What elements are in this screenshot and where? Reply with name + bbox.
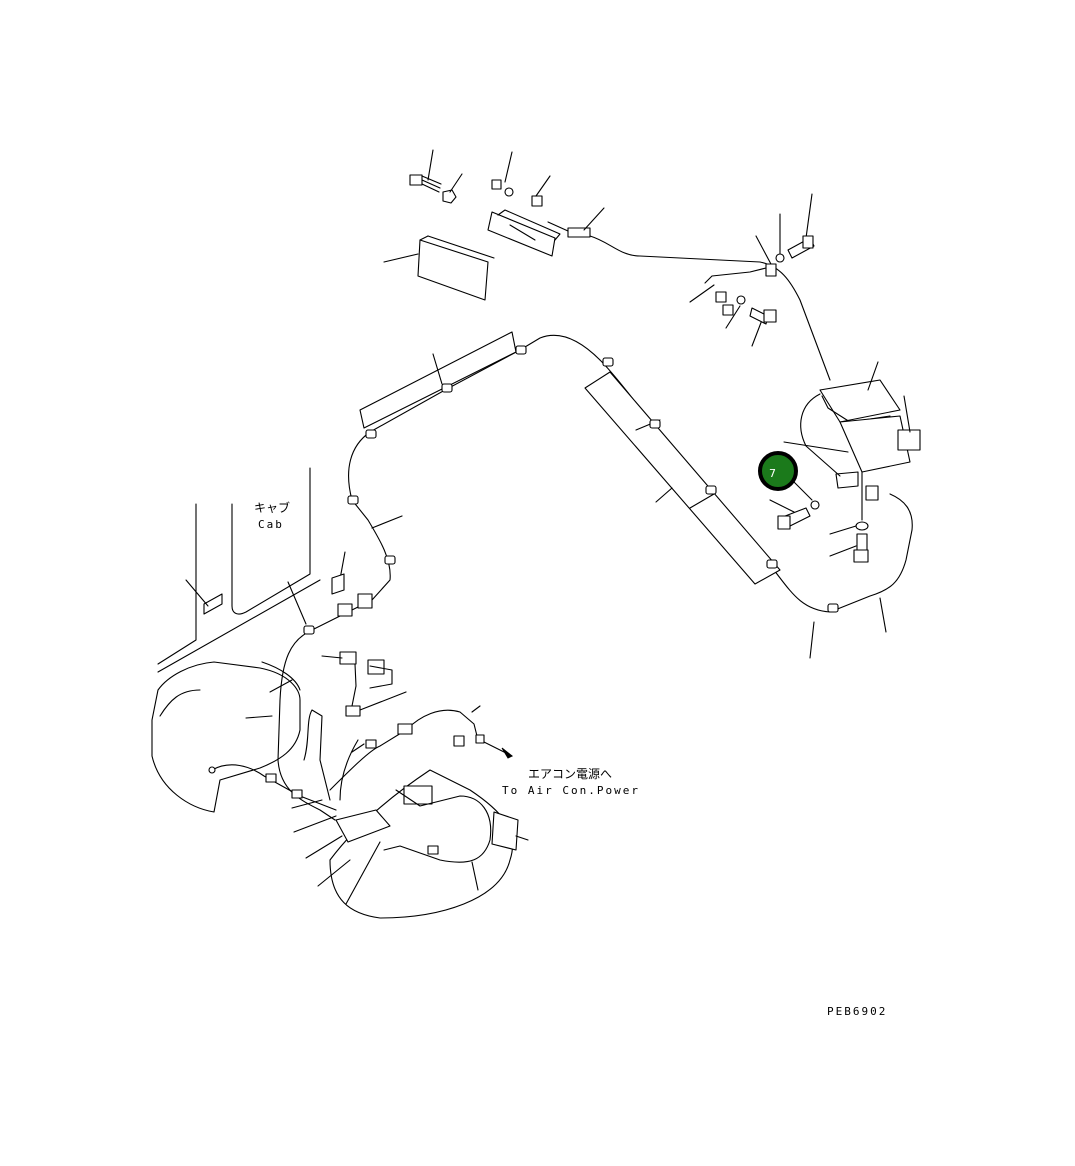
connector-top bbox=[532, 196, 542, 206]
clip-top bbox=[492, 180, 501, 189]
bracket-plate bbox=[418, 240, 488, 300]
cab-label-en: Cab bbox=[258, 518, 284, 531]
cab-outline bbox=[158, 468, 320, 672]
protective-tubes bbox=[360, 332, 780, 584]
aircon-arrow bbox=[484, 742, 512, 758]
leader-lines-main bbox=[338, 354, 886, 658]
callout-number[interactable]: 7 bbox=[769, 467, 776, 480]
upper-right-fasteners bbox=[705, 236, 814, 324]
left-connectors bbox=[322, 574, 406, 716]
main-harness-wire bbox=[278, 335, 600, 820]
harness-clamps bbox=[304, 346, 838, 634]
controller-unit bbox=[784, 362, 920, 520]
leader-lines-top bbox=[384, 150, 812, 346]
callout-7[interactable]: 7 bbox=[760, 453, 796, 489]
lower-harness bbox=[209, 706, 528, 904]
plug-connector bbox=[548, 222, 590, 237]
machine-body-left bbox=[152, 662, 300, 812]
aircon-label-en: To Air Con.Power bbox=[502, 784, 640, 797]
drawing-code: PEB6902 bbox=[827, 1005, 887, 1018]
lower-right-fasteners bbox=[770, 480, 868, 562]
top-bracket-assembly bbox=[410, 175, 830, 380]
wire-top bbox=[590, 236, 830, 380]
machine-body-lower bbox=[304, 710, 518, 918]
callout-circle[interactable] bbox=[760, 453, 796, 489]
cab-label-jp: キャブ bbox=[254, 500, 290, 515]
aircon-label-jp: エアコン電源へ bbox=[528, 767, 612, 781]
relay-mount bbox=[488, 212, 555, 256]
bolt-top-left bbox=[410, 175, 441, 192]
washer-top bbox=[505, 188, 513, 196]
